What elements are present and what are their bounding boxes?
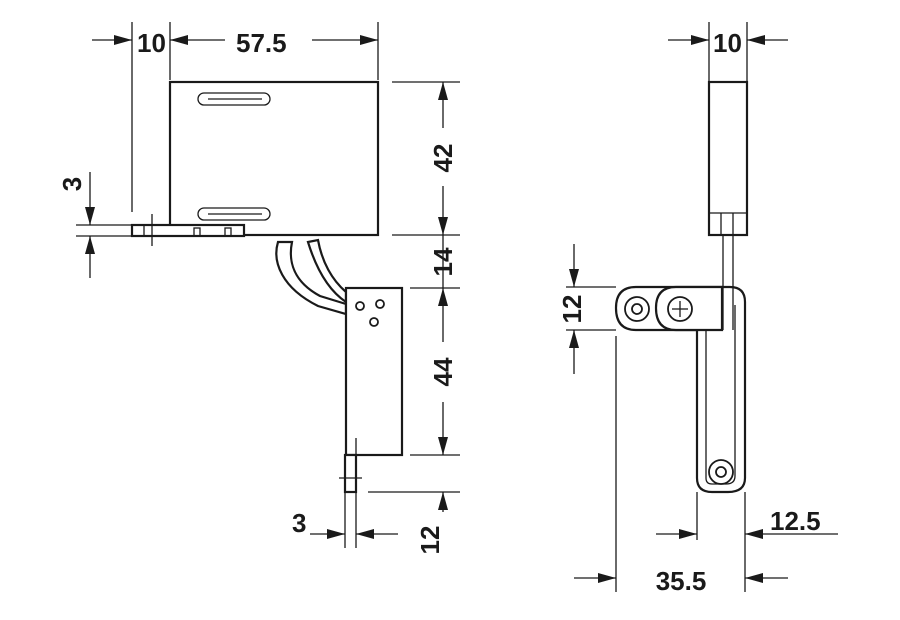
mounting-flange <box>130 223 246 238</box>
dim-front-flange-thickness: 3 <box>57 177 87 191</box>
lower-bracket <box>344 286 404 457</box>
side-view: 10 12 12.5 35.5 <box>557 22 838 596</box>
upper-slot <box>197 92 271 106</box>
dim-front-pin-thickness: 3 <box>292 508 306 538</box>
pin <box>343 453 358 494</box>
side-bracket <box>614 285 747 494</box>
dim-side-top-width: 10 <box>713 28 742 58</box>
dim-side-arm-width: 12.5 <box>770 506 821 536</box>
side-housing <box>707 80 749 237</box>
dim-front-mid-gap: 14 <box>428 247 458 276</box>
screw-middle <box>667 296 693 322</box>
dim-front-lower-height: 44 <box>428 357 458 386</box>
dim-front-width: 57.5 <box>236 28 287 58</box>
dim-side-bracket-height: 12 <box>557 295 587 324</box>
front-view: 10 57.5 42 14 44 12 3 3 <box>57 22 460 554</box>
dim-front-bottom-extension: 12 <box>415 526 445 555</box>
upper-housing <box>168 80 380 237</box>
dim-side-overall-width: 35.5 <box>656 566 707 596</box>
lower-slot <box>197 207 271 221</box>
dim-front-left-offset: 10 <box>137 28 166 58</box>
dim-front-upper-height: 42 <box>428 144 458 173</box>
screw-bottom <box>708 459 734 485</box>
screw-left <box>624 296 650 322</box>
